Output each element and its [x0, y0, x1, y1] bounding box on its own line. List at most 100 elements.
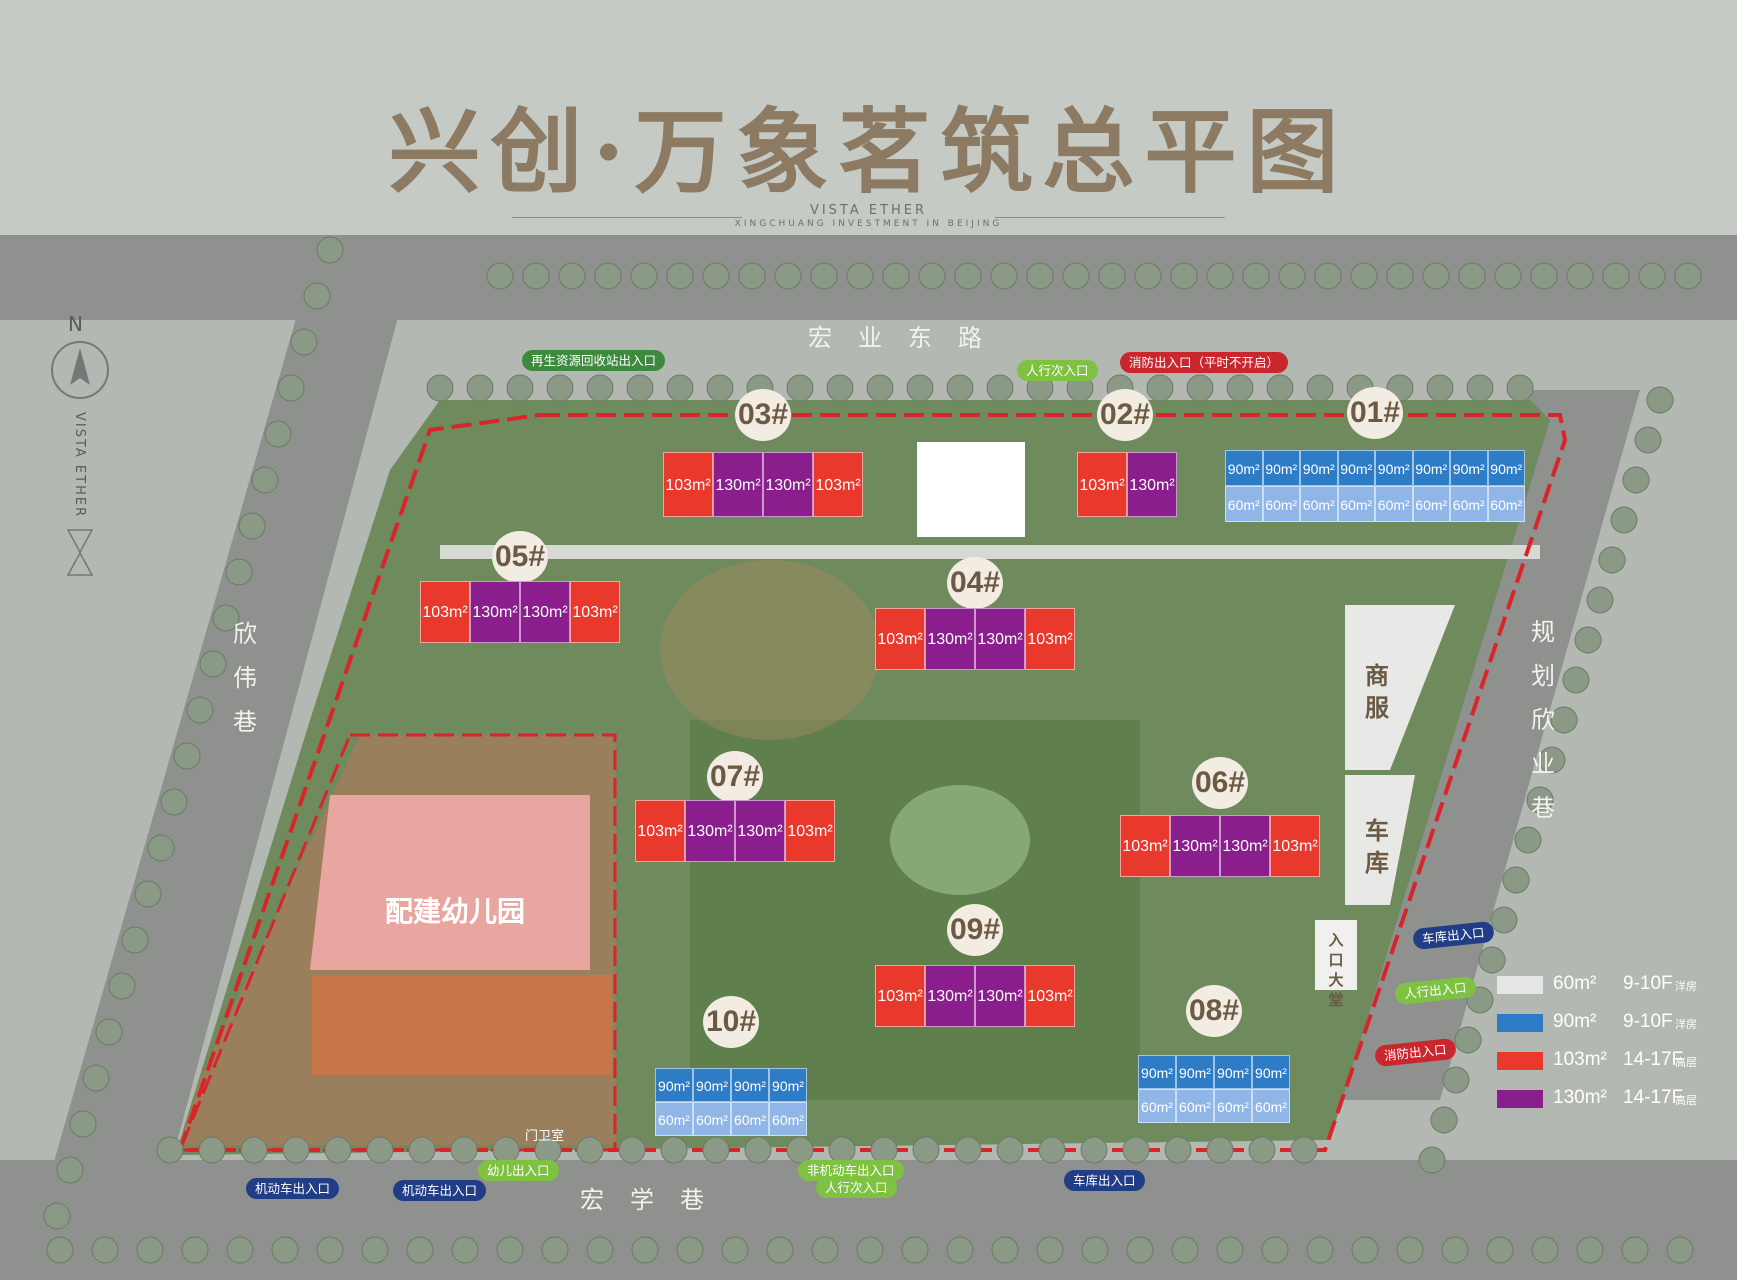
- tree: [626, 374, 654, 402]
- tree: [1638, 262, 1666, 290]
- subtitle-en: VISTA ETHER: [809, 203, 928, 218]
- tree: [451, 1236, 479, 1264]
- unit-10-2-2: 60m²: [693, 1102, 731, 1136]
- tree-row: [43, 236, 1702, 1264]
- tree: [1206, 262, 1234, 290]
- tree: [1426, 374, 1454, 402]
- unit-01-1-6: 90m²: [1412, 450, 1450, 486]
- road-south: 宏学巷: [580, 1186, 730, 1214]
- tree: [1598, 546, 1626, 574]
- tree: [1081, 1236, 1109, 1264]
- unit-01-2-5: 60m²: [1375, 486, 1413, 522]
- tree: [361, 1236, 389, 1264]
- unit-06-1-3: 130m²: [1220, 815, 1270, 877]
- legend-kind: 高层: [1675, 1095, 1697, 1107]
- unit-04-1-2: 130m²: [925, 608, 975, 670]
- legend-area: 60m²: [1553, 973, 1597, 994]
- tree: [1146, 374, 1174, 402]
- kindergarten-label: 配建幼儿园: [384, 895, 525, 928]
- tree: [121, 926, 149, 954]
- tree: [706, 374, 734, 402]
- tree: [1586, 586, 1614, 614]
- tree: [251, 466, 279, 494]
- tree: [744, 1136, 772, 1164]
- guard-label: 门卫室: [525, 1129, 565, 1144]
- unit-03-1-3: 130m²: [763, 452, 813, 517]
- tree: [506, 374, 534, 402]
- tree: [786, 374, 814, 402]
- unit-07-1-3: 130m²: [735, 800, 785, 862]
- tree: [702, 1136, 730, 1164]
- unit-02-1-1: 103m²: [1077, 452, 1127, 517]
- road-east: 规划欣业巷: [1531, 618, 1555, 822]
- tree: [316, 1236, 344, 1264]
- tree: [541, 1236, 569, 1264]
- entrance-tag: 再生资源回收站出入口: [522, 350, 666, 371]
- tree: [546, 374, 574, 402]
- tree: [906, 374, 934, 402]
- road-north: 宏业东路: [808, 324, 1008, 352]
- brand-mark-icon: [66, 529, 94, 554]
- tree: [946, 374, 974, 402]
- unit-01-1-8: 90m²: [1487, 450, 1525, 486]
- tree: [1454, 1026, 1482, 1054]
- tree: [1186, 374, 1214, 402]
- unit-10-1-2: 90m²: [693, 1068, 731, 1102]
- tree: [1386, 262, 1414, 290]
- tree: [1122, 1136, 1150, 1164]
- unit-01-2-1: 60m²: [1225, 486, 1263, 522]
- tree: [1062, 262, 1090, 290]
- unit-07-1-2: 130m²: [685, 800, 735, 862]
- tree: [1170, 262, 1198, 290]
- legend-swatch: [1497, 1090, 1543, 1108]
- tree: [774, 262, 802, 290]
- tree: [408, 1136, 436, 1164]
- tree: [1502, 866, 1530, 894]
- tree: [406, 1236, 434, 1264]
- entrance-tag: 人行次入口: [1017, 360, 1098, 381]
- legend-swatch: [1497, 1014, 1543, 1032]
- tree: [108, 972, 136, 1000]
- building-number-06: 06#: [1192, 757, 1248, 809]
- tree: [1430, 1106, 1458, 1134]
- unit-01-1-4: 90m²: [1337, 450, 1375, 486]
- legend-floors: 9-10F: [1623, 973, 1673, 994]
- entrance-tag: 机动车出入口: [393, 1180, 487, 1201]
- legend-swatch: [1497, 1052, 1543, 1070]
- tree: [811, 1236, 839, 1264]
- tree: [946, 1236, 974, 1264]
- white-block: [917, 442, 1025, 537]
- unit-05-1-1: 103m²: [420, 581, 470, 643]
- unit-01-1-1: 90m²: [1225, 450, 1263, 486]
- entrance-tag: 消防出入口（平时不开启）: [1120, 352, 1289, 373]
- lobby-label: 入口大堂: [1328, 931, 1344, 1009]
- building-number-07: 07#: [707, 751, 763, 803]
- tree: [1550, 706, 1578, 734]
- building-number-10: 10#: [703, 996, 759, 1048]
- tree: [1306, 374, 1334, 402]
- unit-09-1-3: 130m²: [975, 965, 1025, 1027]
- unit-08-1-2: 90m²: [1176, 1055, 1214, 1089]
- tree: [618, 1136, 646, 1164]
- unit-01-1-3: 90m²: [1300, 450, 1338, 486]
- entrance-tag: 车库出入口: [1064, 1170, 1145, 1191]
- lobby-building: [1315, 920, 1357, 990]
- unit-01-1-7: 90m²: [1450, 450, 1488, 486]
- garage-building: [1345, 775, 1415, 905]
- tree: [366, 1136, 394, 1164]
- tree: [450, 1136, 478, 1164]
- unit-04-1-1: 103m²: [875, 608, 925, 670]
- tree: [271, 1236, 299, 1264]
- tree: [1602, 262, 1630, 290]
- tree: [134, 880, 162, 908]
- tree: [586, 374, 614, 402]
- unit-07-1-4: 103m²: [785, 800, 835, 862]
- tree: [1442, 1066, 1470, 1094]
- tree: [1226, 374, 1254, 402]
- tree: [1206, 1136, 1234, 1164]
- tree: [996, 1136, 1024, 1164]
- tree: [212, 604, 240, 632]
- tree: [912, 1136, 940, 1164]
- east-road: [1340, 390, 1640, 1100]
